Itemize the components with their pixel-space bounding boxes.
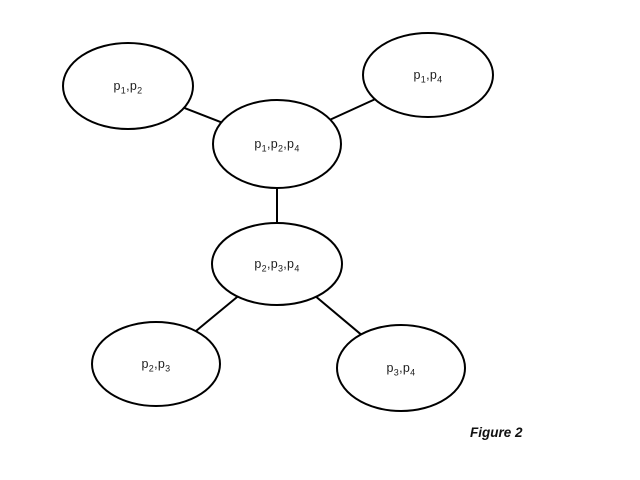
node-label-p1p2: p1,p2 xyxy=(113,79,143,96)
node-label-p1p2p4: p1,p2,p4 xyxy=(254,137,300,154)
node-label-p2p3p4: p2,p3,p4 xyxy=(254,257,300,274)
node-p3p4 xyxy=(336,324,466,412)
node-p1p2 xyxy=(62,42,194,130)
edge-p2p3p4--p2p3 xyxy=(195,295,239,332)
edge-p1p2--p1p2p4 xyxy=(183,106,222,124)
edge-p2p3p4--p3p4 xyxy=(315,296,362,336)
node-label-p2p3: p2,p3 xyxy=(141,357,171,374)
node-p1p4 xyxy=(362,32,494,118)
node-label-p1p4: p1,p4 xyxy=(413,68,443,85)
node-label-p3p4: p3,p4 xyxy=(386,361,416,378)
node-p2p3p4 xyxy=(211,222,343,306)
edge-p1p4--p1p2p4 xyxy=(329,98,376,121)
figure-caption: Figure 2 xyxy=(470,425,523,440)
node-p2p3 xyxy=(91,321,221,407)
node-p1p2p4 xyxy=(212,99,342,189)
